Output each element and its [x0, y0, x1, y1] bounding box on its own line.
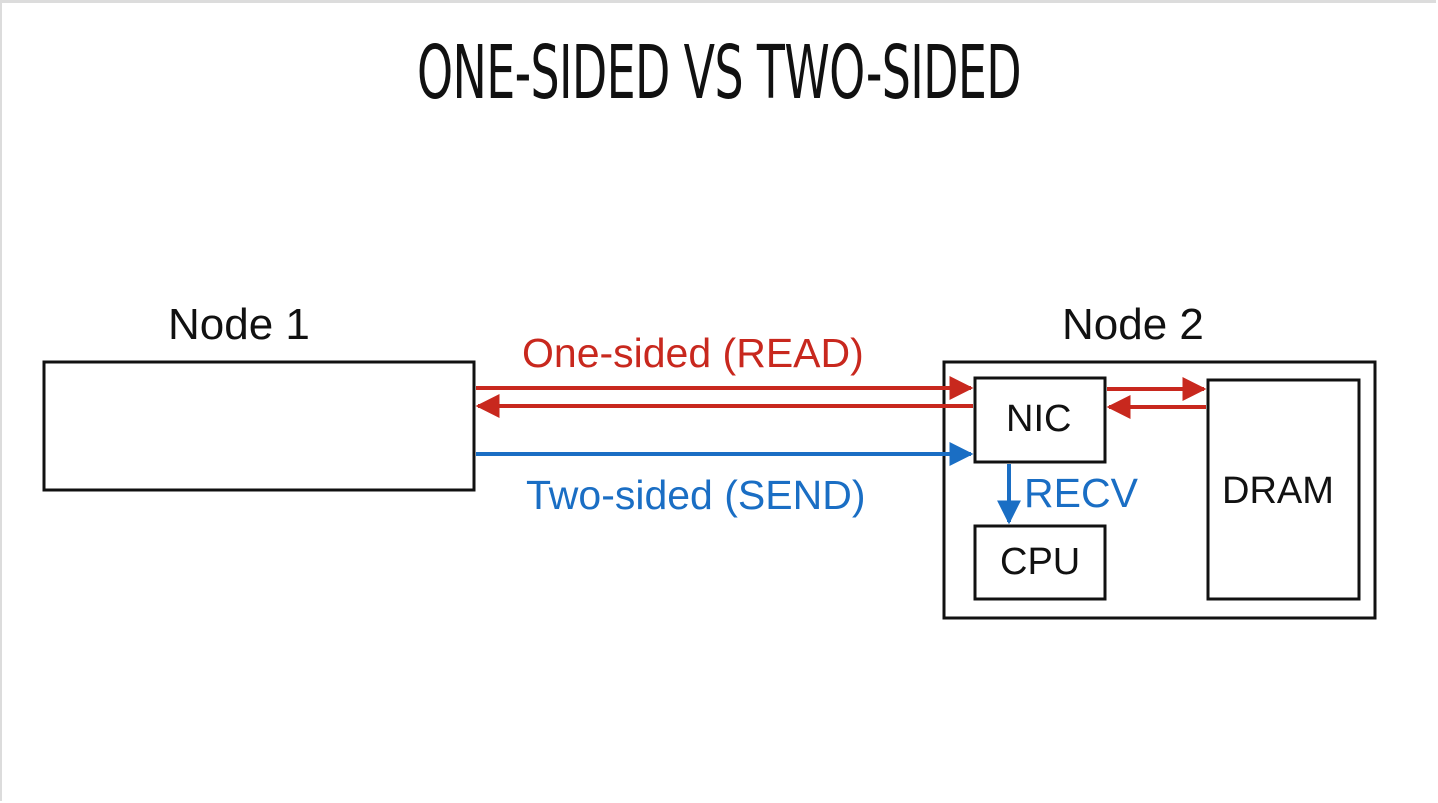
- one-sided-label: One-sided (READ): [522, 330, 864, 376]
- node1-box: [42, 360, 476, 492]
- node2-label: Node 2: [1062, 300, 1204, 349]
- two-sided-label: Two-sided (SEND): [526, 472, 866, 518]
- recv-label: RECV: [1024, 470, 1138, 516]
- slide-title: ONE-SIDED VS TWO-SIDED: [417, 30, 1022, 116]
- nic-label: NIC: [1006, 398, 1072, 440]
- cpu-label: CPU: [1000, 541, 1081, 583]
- cpu-box: [973, 524, 1107, 601]
- nic-box: [973, 376, 1107, 464]
- node1-label: Node 1: [168, 300, 310, 349]
- dram-box: [1206, 378, 1361, 601]
- dram-label: DRAM: [1222, 470, 1334, 512]
